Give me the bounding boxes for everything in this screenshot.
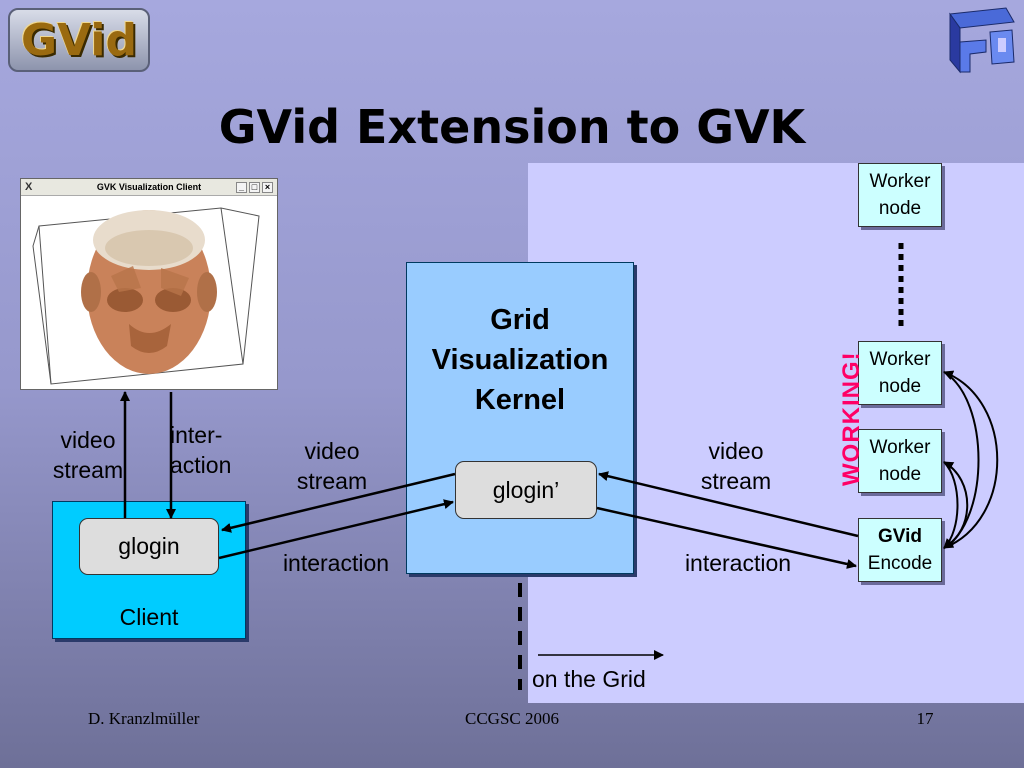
- worker-node-mid: Worker node: [858, 341, 942, 405]
- node-line1: Worker: [869, 349, 931, 370]
- visualization-client-window: X GVK Visualization Client _ □ ×: [20, 178, 278, 390]
- label-interaction-client: inter- action: [170, 422, 232, 478]
- gvid-encode-node: GVid Encode: [858, 518, 942, 582]
- slide-title: GVid Extension to GVK: [218, 100, 806, 154]
- label-video-stream-right: video stream: [700, 438, 772, 494]
- encode-worker-low-outer-arrow: [943, 461, 969, 549]
- worker-node-low: Worker node: [858, 429, 942, 493]
- maximize-icon[interactable]: □: [249, 181, 260, 193]
- gvid-logo: GVid: [8, 8, 150, 72]
- node-line2: node: [878, 464, 922, 485]
- head-volume-render: [32, 207, 260, 385]
- window-title: GVK Visualization Client: [96, 182, 202, 192]
- gvk-title: Grid Visualization Kernel: [431, 304, 609, 416]
- label-video-stream-client: video stream: [52, 427, 124, 483]
- gup-logo-icon: [949, 7, 1015, 74]
- gvk-glogin-box: glogin’: [455, 461, 597, 519]
- label-on-the-grid: on the Grid: [532, 666, 646, 692]
- node-line2: Encode: [867, 553, 933, 574]
- footer-page-number: 17: [916, 709, 934, 728]
- window-titlebar: X GVK Visualization Client _ □ ×: [21, 179, 277, 196]
- encode-to-gvk-arrow: [598, 471, 859, 538]
- footer-event: CCGSC 2006: [465, 709, 559, 728]
- gvk-box: [406, 262, 634, 574]
- footer-author: D. Kranzlmüller: [88, 709, 200, 728]
- working-label: WORKING!: [838, 351, 865, 486]
- label-video-stream-mid: video stream: [296, 438, 368, 494]
- close-icon[interactable]: ×: [262, 181, 273, 193]
- node-line1: GVid: [878, 526, 922, 547]
- client-glogin-box: glogin: [79, 518, 219, 575]
- gvk-to-encode-arrow: [596, 506, 857, 569]
- client-label: Client: [119, 604, 179, 630]
- encode-worker-mid-outer-arrow: [943, 370, 999, 549]
- node-line2: node: [878, 198, 922, 219]
- worker-node-top: Worker node: [858, 163, 942, 227]
- client-to-gvk-arrow: [218, 499, 454, 560]
- encode-worker-low-inner-arrow: [943, 461, 959, 549]
- gvk-to-client-arrow: [221, 472, 456, 533]
- label-interaction-mid: interaction: [282, 550, 390, 576]
- node-line1: Worker: [869, 171, 931, 192]
- node-line2: node: [878, 376, 922, 397]
- window-close-glyph[interactable]: X: [25, 181, 33, 193]
- window-buttons: _ □ ×: [236, 181, 273, 193]
- node-line1: Worker: [869, 437, 931, 458]
- label-interaction-right: interaction: [684, 550, 792, 576]
- encode-worker-mid-inner-arrow: [943, 371, 980, 549]
- minimize-icon[interactable]: _: [236, 181, 247, 193]
